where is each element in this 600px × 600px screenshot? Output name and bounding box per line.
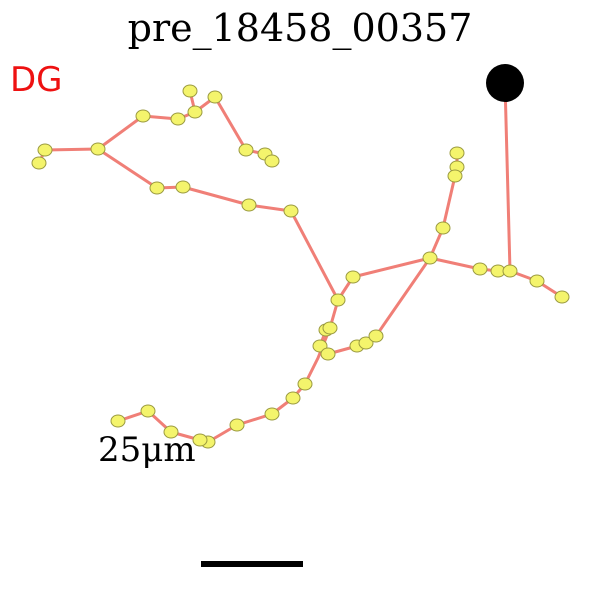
neurite-node <box>345 270 361 284</box>
region-label: DG <box>10 60 63 100</box>
neurite-node <box>529 274 545 288</box>
neurite-node <box>207 90 223 104</box>
neurite-node <box>192 433 208 447</box>
neurite-segment <box>116 298 340 444</box>
neurite-node <box>170 112 186 126</box>
neurite-nodes <box>31 84 570 449</box>
neurite-node <box>322 321 338 335</box>
neurite-node <box>90 142 106 156</box>
neurite-node <box>238 143 254 157</box>
neurite-node <box>175 180 191 194</box>
neurite-node <box>320 347 336 361</box>
neurite-node <box>182 84 198 98</box>
neurite-node <box>358 336 374 350</box>
neurite-node <box>472 262 488 276</box>
neurite-node <box>422 251 438 265</box>
neurite-node <box>449 146 465 160</box>
neurite-node <box>31 156 47 170</box>
neurite-node <box>554 290 570 304</box>
neurite-node <box>37 143 53 157</box>
soma-marker <box>486 64 524 102</box>
neurite-node <box>447 169 463 183</box>
neurite-node <box>368 329 384 343</box>
neurite-node <box>110 414 126 428</box>
neurite-node <box>435 221 451 235</box>
neurite-segment <box>37 147 432 302</box>
neurite-node <box>297 377 313 391</box>
neurite-node <box>187 105 203 119</box>
neurite-node <box>330 293 346 307</box>
neurite-node <box>241 198 257 212</box>
neurite-node <box>502 264 518 278</box>
neurite-node <box>149 181 165 195</box>
neurite-node <box>264 407 280 421</box>
figure-title: pre_18458_00357 <box>128 6 473 51</box>
neurite-node <box>135 109 151 123</box>
neurite-node <box>285 391 301 405</box>
neurite-segment <box>428 81 512 273</box>
scale-bar-label: 25μm <box>98 430 196 470</box>
neurite-node <box>264 154 280 168</box>
neurite-node <box>229 418 245 432</box>
neurite-node <box>283 204 299 218</box>
neurite-node <box>163 425 179 439</box>
neurite-node <box>140 404 156 418</box>
